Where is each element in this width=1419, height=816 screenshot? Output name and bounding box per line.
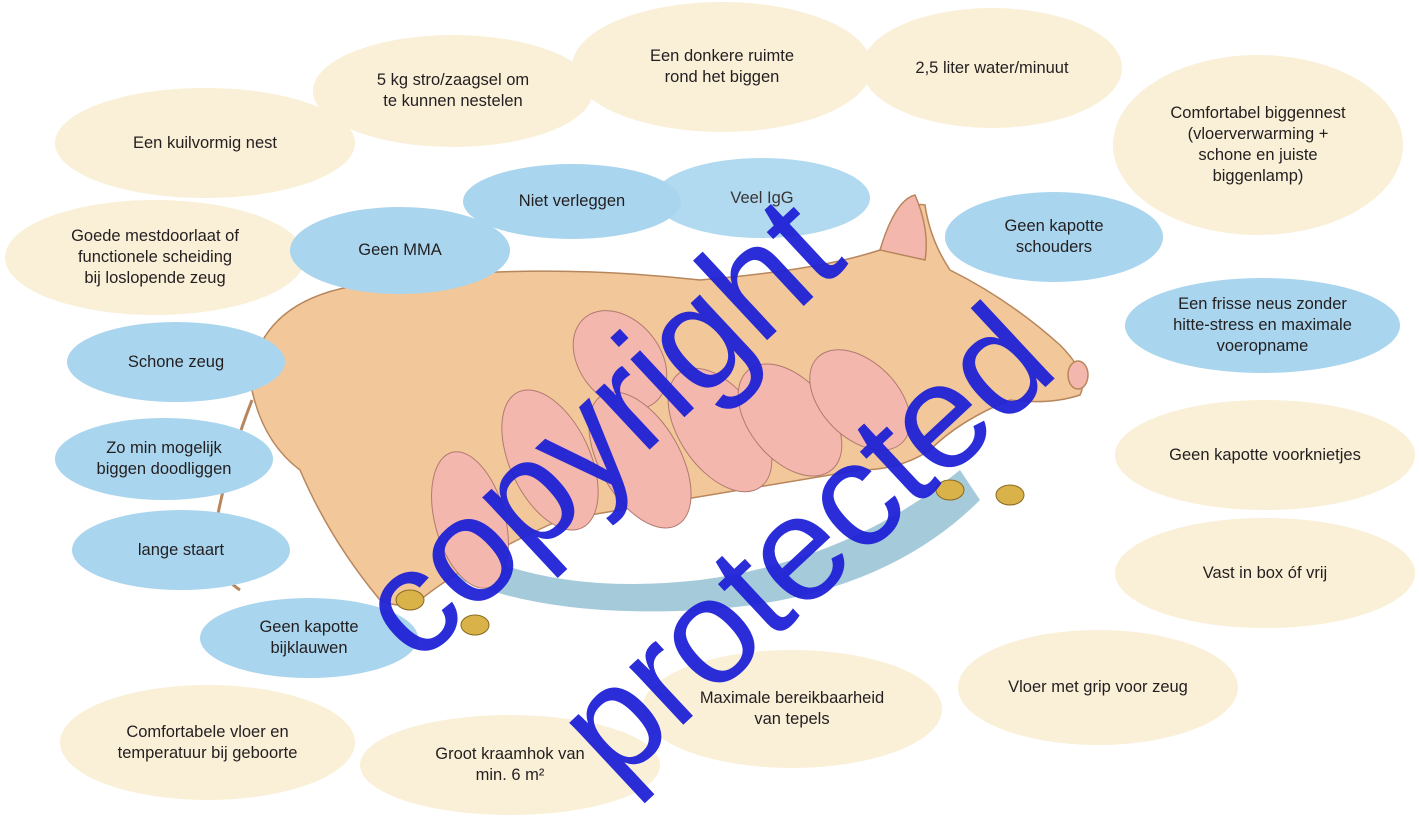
bubble-biggennest: Comfortabel biggennest (vloerverwarming … [1113, 55, 1403, 235]
bubble-kraamhok: Groot kraamhok van min. 6 m² [360, 715, 660, 815]
bubble-voorknietjes: Geen kapotte voorknietjes [1115, 400, 1415, 510]
bubble-kuilvormig: Een kuilvormig nest [55, 88, 355, 198]
bubble-vast-vrij: Vast in box óf vrij [1115, 518, 1415, 628]
bubble-bereikbaarheid: Maximale bereikbaarheid van tepels [642, 650, 942, 768]
bubble-kapotte-schouders: Geen kapotte schouders [945, 192, 1163, 282]
bubble-veel-igg: Veel IgG [654, 158, 870, 238]
sow-hoof [996, 485, 1024, 505]
bubble-mestdoorlaat: Goede mestdoorlaat of functionele scheid… [5, 200, 305, 315]
bubble-doodliggen: Zo min mogelijk biggen doodliggen [55, 418, 273, 500]
bubble-niet-verleggen: Niet verleggen [463, 164, 681, 239]
bubble-water: 2,5 liter water/minuut [862, 8, 1122, 128]
sow-hoof [396, 590, 424, 610]
sow-hoof [461, 615, 489, 635]
bubble-geen-mma: Geen MMA [290, 207, 510, 294]
bubble-bijklauwen: Geen kapotte bijklauwen [200, 598, 418, 678]
sow-hoof [936, 480, 964, 500]
sow-snout [1068, 361, 1088, 389]
bubble-frisse-neus: Een frisse neus zonder hitte-stress en m… [1125, 278, 1400, 373]
bubble-schone-zeug: Schone zeug [67, 322, 285, 402]
bubble-stro: 5 kg stro/zaagsel om te kunnen nestelen [313, 35, 593, 147]
bubble-comfortabele-vloer: Comfortabele vloer en temperatuur bij ge… [60, 685, 355, 800]
bubble-lange-staart: lange staart [72, 510, 290, 590]
bubble-donkere-ruimte: Een donkere ruimte rond het biggen [572, 2, 872, 132]
bubble-grip: Vloer met grip voor zeug [958, 630, 1238, 745]
sow-ear [880, 195, 926, 260]
